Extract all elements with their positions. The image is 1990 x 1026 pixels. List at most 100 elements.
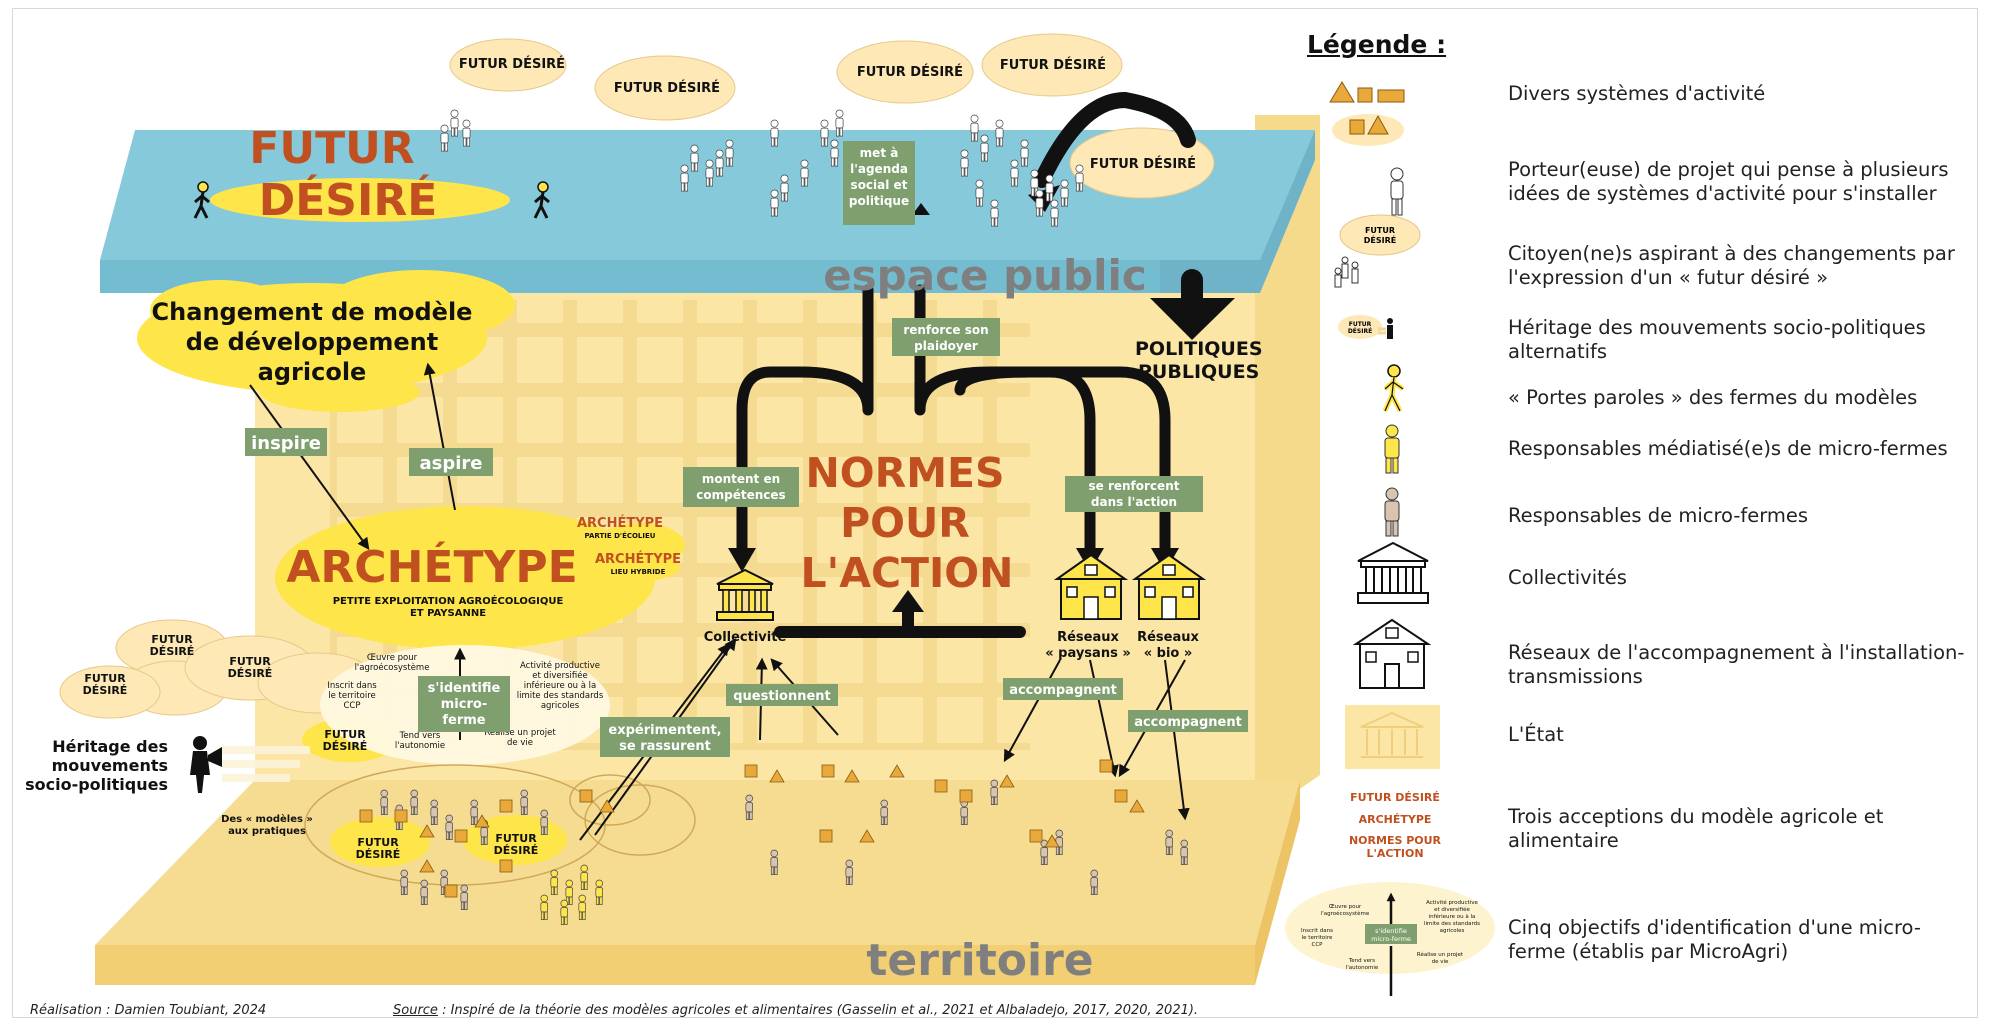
heritage-rays [222, 746, 310, 782]
aspire-label: aspire [420, 453, 483, 474]
person-icon [970, 114, 979, 142]
normes-line1: NORMES [805, 449, 1004, 497]
person-icon [770, 849, 778, 875]
activity-box-icon [1029, 829, 1043, 843]
objective-1: l'agroécosystème [355, 662, 430, 673]
legend-mini-futur: FUTUR [1349, 321, 1372, 328]
person-icon [715, 149, 724, 177]
small-futur-line2: DÉSIRÉ [323, 740, 368, 753]
inspire-label: inspire [251, 433, 321, 454]
person-icon [450, 109, 459, 137]
objective-5: Activité productive [520, 660, 600, 671]
activity-box-icon [474, 814, 490, 828]
small-futur-line1: FUTUR [84, 672, 126, 685]
person-icon [1010, 159, 1019, 187]
small-futur-line1: FUTUR [357, 836, 399, 849]
activity-box-icon [769, 769, 785, 783]
objective-5: inférieure ou à la [524, 680, 596, 691]
legend-text: Responsables de micro-fermes [1508, 504, 1809, 527]
credit-source-label: Source [393, 1003, 438, 1018]
legend-mini-sidentifie: micro-ferme [1371, 935, 1411, 943]
activity-box-icon [419, 859, 435, 873]
figure-frame [12, 8, 1978, 1018]
renforce-plaidoyer-line: plaidoyer [914, 339, 978, 353]
activity-box-icon [394, 809, 408, 823]
met-agenda-box [843, 141, 915, 225]
activity-box-icon [959, 789, 973, 803]
activity-box-icon [1129, 799, 1145, 813]
legend-mini-objective: Œuvre pour [1329, 904, 1362, 910]
objective-2: CCP [344, 701, 361, 711]
politiques-line2: PUBLIQUES [1138, 361, 1259, 383]
accompagnent-box-2 [1128, 710, 1248, 732]
small-futur-line2: DÉSIRÉ [228, 667, 273, 680]
person-icon [960, 149, 969, 177]
walking-person-icon [533, 181, 550, 219]
changement-line2: de développement [186, 328, 438, 356]
objective-3: Tend vers [399, 731, 441, 741]
activity-box-icon [359, 809, 373, 823]
legend-mini-objective: Activité productive [1426, 899, 1478, 906]
se-renforcent-line: dans l'action [1091, 495, 1177, 509]
sidentifie-line: s'identifie [428, 681, 501, 696]
experimentent-box [600, 717, 730, 757]
person-icon [1020, 139, 1029, 167]
legend-item-mediatise: Responsables médiatisé(e)s de micro-ferm… [1300, 437, 1980, 497]
person-icon [462, 119, 471, 147]
person-icon [595, 879, 603, 905]
credit-realisation: Réalisation : Damien Toubiant, 2024 [30, 1003, 267, 1018]
archetype-ellipse [275, 506, 655, 650]
legend-text: Citoyen(ne)s aspirant à des changements … [1508, 242, 1955, 289]
legend-mini-sidentifie: s'identifie [1375, 927, 1407, 935]
territory-plane [95, 780, 1300, 985]
person-icon [560, 899, 568, 925]
met-agenda-line: social et [851, 178, 908, 192]
legend-item-project-holder: Porteur(euse) de projet qui pense à plus… [1300, 158, 1980, 218]
legend-mini-objective: agricoles [1440, 928, 1465, 934]
sidentifie-line: micro- [441, 697, 487, 712]
experimentent-line: se rassurent [619, 739, 711, 754]
small-futur-line1: FUTUR [151, 633, 193, 646]
met-agenda-line: met à [860, 146, 899, 160]
futur-cloud-top-plane [210, 178, 510, 222]
person-icon [990, 199, 999, 227]
changement-line1: Changement de modèle [152, 298, 473, 326]
se-renforcent-line: se renforcent [1089, 479, 1180, 493]
legend-item-responsables: Responsables de micro-fermes [1300, 504, 1980, 564]
montent-competences-line: compétences [696, 488, 785, 502]
person-icon [1045, 174, 1054, 202]
sidentifie-line: ferme [442, 713, 485, 728]
legend-title: Légende : [1307, 30, 1447, 59]
legend-item-heritage: Héritage des mouvements socio-politiques… [1300, 316, 1980, 376]
legend-item-citizens: Citoyen(ne)s aspirant à des changements … [1300, 242, 1980, 302]
accompagnent-label-2: accompagnent [1134, 715, 1242, 730]
accompagnent-label-1: accompagnent [1009, 683, 1117, 698]
territoire-label: territoire [866, 935, 1093, 986]
small-futur-line2: DÉSIRÉ [494, 844, 539, 857]
changement-line3: agricole [258, 358, 367, 386]
heritage-speaker-icon [190, 736, 222, 793]
renforce-plaidoyer-box [892, 318, 1000, 356]
legend-text: « Portes paroles » des fermes du modèles [1508, 386, 1918, 409]
person-icon [540, 809, 548, 835]
person-icon [820, 119, 829, 147]
person-icon [1075, 164, 1084, 192]
person-icon [440, 124, 449, 152]
modeles-line1: Des « modèles » [221, 813, 313, 825]
objective-2: Inscrit dans [327, 681, 377, 691]
sidentifie-box [418, 676, 510, 732]
small-futur-line2: DÉSIRÉ [83, 684, 128, 697]
activity-box-icon [599, 799, 615, 813]
legend-mini-objective: l'agroécosystème [1321, 910, 1370, 917]
inspire-label-box [245, 428, 327, 456]
legend-mini-objective: le territoire [1302, 935, 1333, 941]
legend-text: Réseaux de l'accompagnement à l'installa… [1508, 641, 1965, 688]
person-icon [690, 144, 699, 172]
normes-line3: L'ACTION [801, 549, 1014, 597]
activity-box-icon [499, 799, 513, 813]
reseaux-bio-line1: Réseaux [1137, 630, 1199, 645]
person-icon [980, 134, 989, 162]
person-icon [578, 894, 586, 920]
person-icon [520, 789, 528, 815]
archetype-title: ARCHÉTYPE [286, 540, 577, 593]
